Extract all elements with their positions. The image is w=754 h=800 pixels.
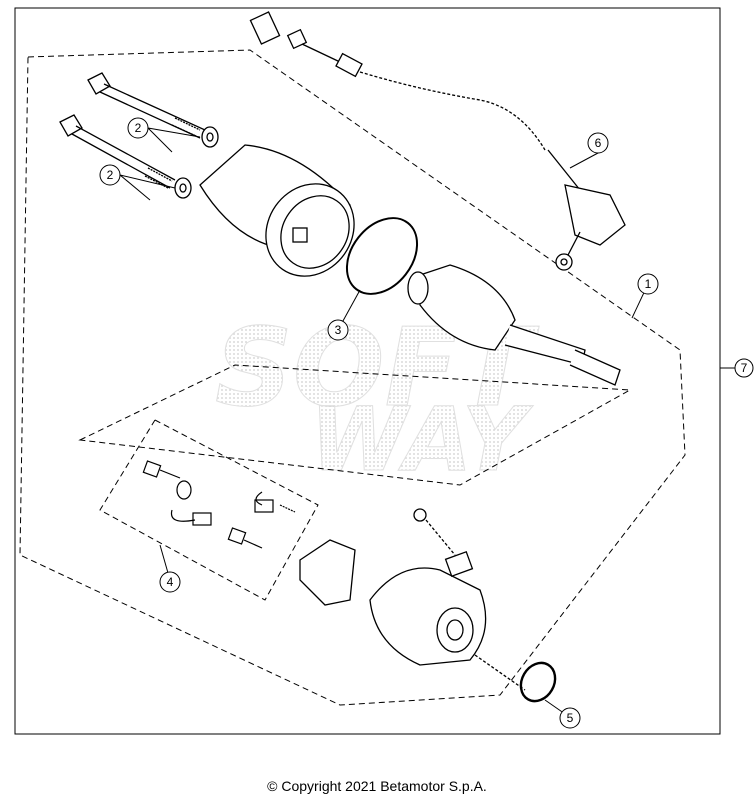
callout-7: 7 bbox=[734, 358, 754, 378]
callouts: 1 2 2 3 4 5 6 7 bbox=[99, 117, 754, 729]
svg-text:3: 3 bbox=[335, 323, 342, 337]
motor-housing bbox=[199, 144, 355, 277]
svg-text:7: 7 bbox=[741, 361, 748, 375]
o-ring-3 bbox=[345, 217, 419, 295]
svg-text:4: 4 bbox=[167, 575, 174, 589]
watermark: SOFT WAY bbox=[215, 306, 540, 492]
long-bolts bbox=[59, 72, 219, 199]
callout-5: 5 bbox=[559, 707, 581, 729]
copyright-footer: © Copyright 2021 Betamotor S.p.A. bbox=[267, 778, 487, 794]
callout-4: 4 bbox=[159, 571, 181, 593]
svg-text:6: 6 bbox=[595, 136, 602, 150]
callout-1: 1 bbox=[637, 273, 659, 295]
callout-2-upper: 2 bbox=[127, 117, 149, 139]
outer-frame bbox=[14, 7, 721, 735]
starter-motor-exploded-diagram: SOFT WAY bbox=[14, 7, 754, 735]
callout-3: 3 bbox=[327, 319, 349, 341]
starter-cable bbox=[249, 11, 626, 271]
brush-kit-outline bbox=[99, 419, 319, 601]
armature bbox=[407, 264, 621, 386]
end-cover bbox=[299, 508, 526, 691]
armature-group-outline bbox=[78, 364, 632, 486]
o-ring-5 bbox=[519, 661, 557, 703]
brush-parts bbox=[142, 460, 296, 549]
watermark-line2: WAY bbox=[310, 388, 534, 491]
callout-2-lower: 2 bbox=[99, 164, 121, 186]
svg-text:2: 2 bbox=[135, 121, 142, 135]
kit-outline-dashed bbox=[19, 49, 686, 706]
svg-text:5: 5 bbox=[567, 711, 574, 725]
svg-text:1: 1 bbox=[645, 277, 652, 291]
callout-6: 6 bbox=[587, 132, 609, 154]
svg-text:2: 2 bbox=[107, 168, 114, 182]
